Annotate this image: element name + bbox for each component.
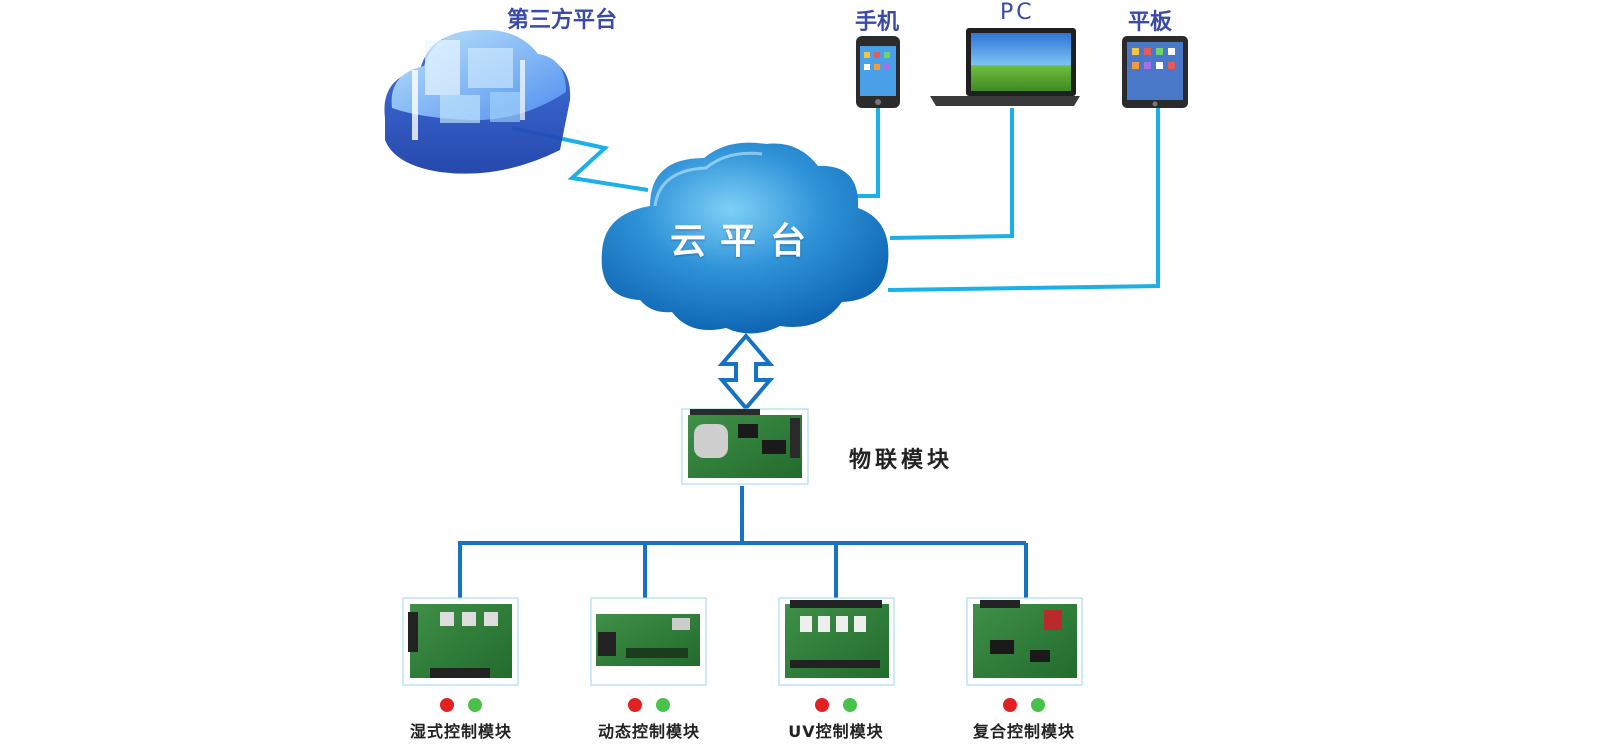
phone-label: 手机 <box>855 10 900 35</box>
control-module-board-uv <box>778 597 895 686</box>
green-led-icon <box>468 698 482 712</box>
control-module-board-dynamic <box>590 597 707 686</box>
module-label-wet: 湿式控制模块 <box>409 722 512 741</box>
tablet-icon <box>1122 36 1188 108</box>
pc-label: PC <box>1000 0 1035 25</box>
status-leds <box>440 698 1045 712</box>
module-label-composite: 复合控制模块 <box>972 722 1075 741</box>
module-label-uv: UV控制模块 <box>788 722 884 741</box>
link-pc <box>889 108 1014 240</box>
control-module-board-wet <box>402 597 519 686</box>
red-led-icon <box>1003 698 1017 712</box>
phone-icon <box>856 36 900 108</box>
module-label-dynamic: 动态控制模块 <box>597 722 700 741</box>
red-led-icon <box>815 698 829 712</box>
module-tree-lines <box>458 486 1028 600</box>
green-led-icon <box>1031 698 1045 712</box>
green-led-icon <box>843 698 857 712</box>
third-party-platform-label: 第三方平台 <box>507 8 618 33</box>
red-led-icon <box>440 698 454 712</box>
third-party-platform-illustration <box>384 29 571 174</box>
red-led-icon <box>628 698 642 712</box>
cloud-platform-shape <box>601 142 889 334</box>
cloud-platform-label: 云平台 <box>669 221 820 262</box>
iot-module-board <box>681 408 809 485</box>
link-tablet <box>887 108 1160 292</box>
link-phone <box>852 106 880 198</box>
control-module-board-composite <box>966 597 1083 686</box>
tablet-label: 平板 <box>1128 10 1173 35</box>
green-led-icon <box>656 698 670 712</box>
bidirectional-arrow-icon <box>717 332 775 412</box>
iot-module-label: 物联模块 <box>849 448 954 473</box>
laptop-icon <box>930 28 1080 106</box>
